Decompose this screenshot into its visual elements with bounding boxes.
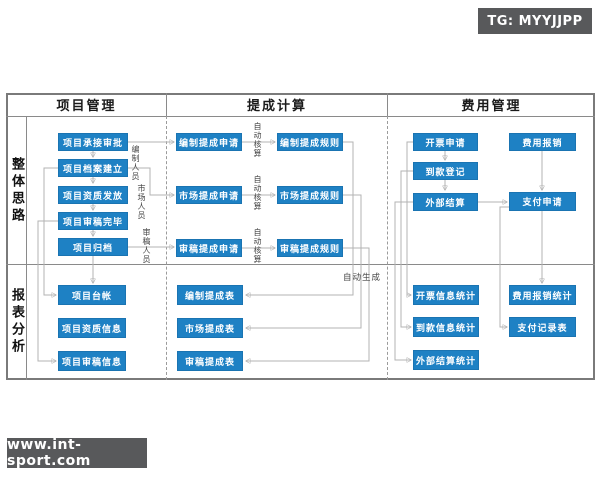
node-market-commission-rule: 市场提成规则 [277,186,343,204]
rowlabel-divider [26,116,27,380]
header-col-divider-2 [387,93,388,116]
column-header-expense: 费用管理 [461,99,522,114]
node-review-commission-rule: 审稿提成规则 [277,239,343,257]
node-expense-reimburse-stats: 费用报销统计 [509,285,576,305]
node-review-commission-request: 审稿提成申请 [176,239,242,257]
tg-handle-badge: TG: MYYJJPP [478,8,592,34]
node-project-ledger: 项目台帐 [58,285,126,305]
role-label-compiler: 编制人员 [131,145,140,181]
node-compile-commission-request: 编制提成申请 [176,133,242,151]
website-badge: www.int-sport.com [7,437,147,469]
node-compile-commission-report: 编制提成表 [177,285,243,305]
row-label-report: 报表分析 [9,288,24,356]
auto-calc-label-3: 自动核算 [253,228,262,264]
body-col-divider-2 [387,116,388,380]
node-project-archive: 项目归档 [58,238,128,256]
node-payment-request: 支付申请 [509,192,576,211]
node-project-qualification-info: 项目资质信息 [58,318,126,338]
node-market-commission-report: 市场提成表 [177,318,243,338]
node-invoice-request: 开票申请 [413,133,478,151]
auto-calc-label-1: 自动核算 [253,122,262,158]
role-label-reviewer: 审稿人员 [142,228,151,264]
node-project-review-info: 项目审稿信息 [58,351,126,371]
header-col-divider-1 [166,93,167,116]
auto-generate-label: 自动生成 [343,273,382,283]
node-project-accept-approval: 项目承接审批 [58,133,128,151]
header-divider [6,116,595,117]
node-external-settlement-stats: 外部结算统计 [413,350,479,370]
node-payment-record-table: 支付记录表 [509,317,576,337]
body-col-divider-1 [166,116,167,380]
node-external-settlement: 外部结算 [413,193,478,211]
column-header-project-mgmt: 项目管理 [56,99,117,114]
node-market-commission-request: 市场提成申请 [176,186,242,204]
node-expense-reimburse: 费用报销 [509,133,576,151]
row-label-overall: 整体思路 [9,156,24,225]
node-project-review-complete: 项目审稿完毕 [58,212,128,230]
node-receipt-info-stats: 到款信息统计 [413,317,479,337]
node-review-commission-report: 审稿提成表 [177,351,243,371]
row-divider [6,264,595,265]
node-project-qualification-issue: 项目资质发放 [58,186,128,204]
node-compile-commission-rule: 编制提成规则 [277,133,343,151]
auto-calc-label-2: 自动核算 [253,175,262,211]
node-project-file-setup: 项目档案建立 [58,159,128,177]
role-label-market: 市场人员 [137,184,146,220]
node-payment-receipt-register: 到款登记 [413,162,478,180]
node-invoice-info-stats: 开票信息统计 [413,285,479,305]
column-header-commission: 提成计算 [246,99,307,114]
